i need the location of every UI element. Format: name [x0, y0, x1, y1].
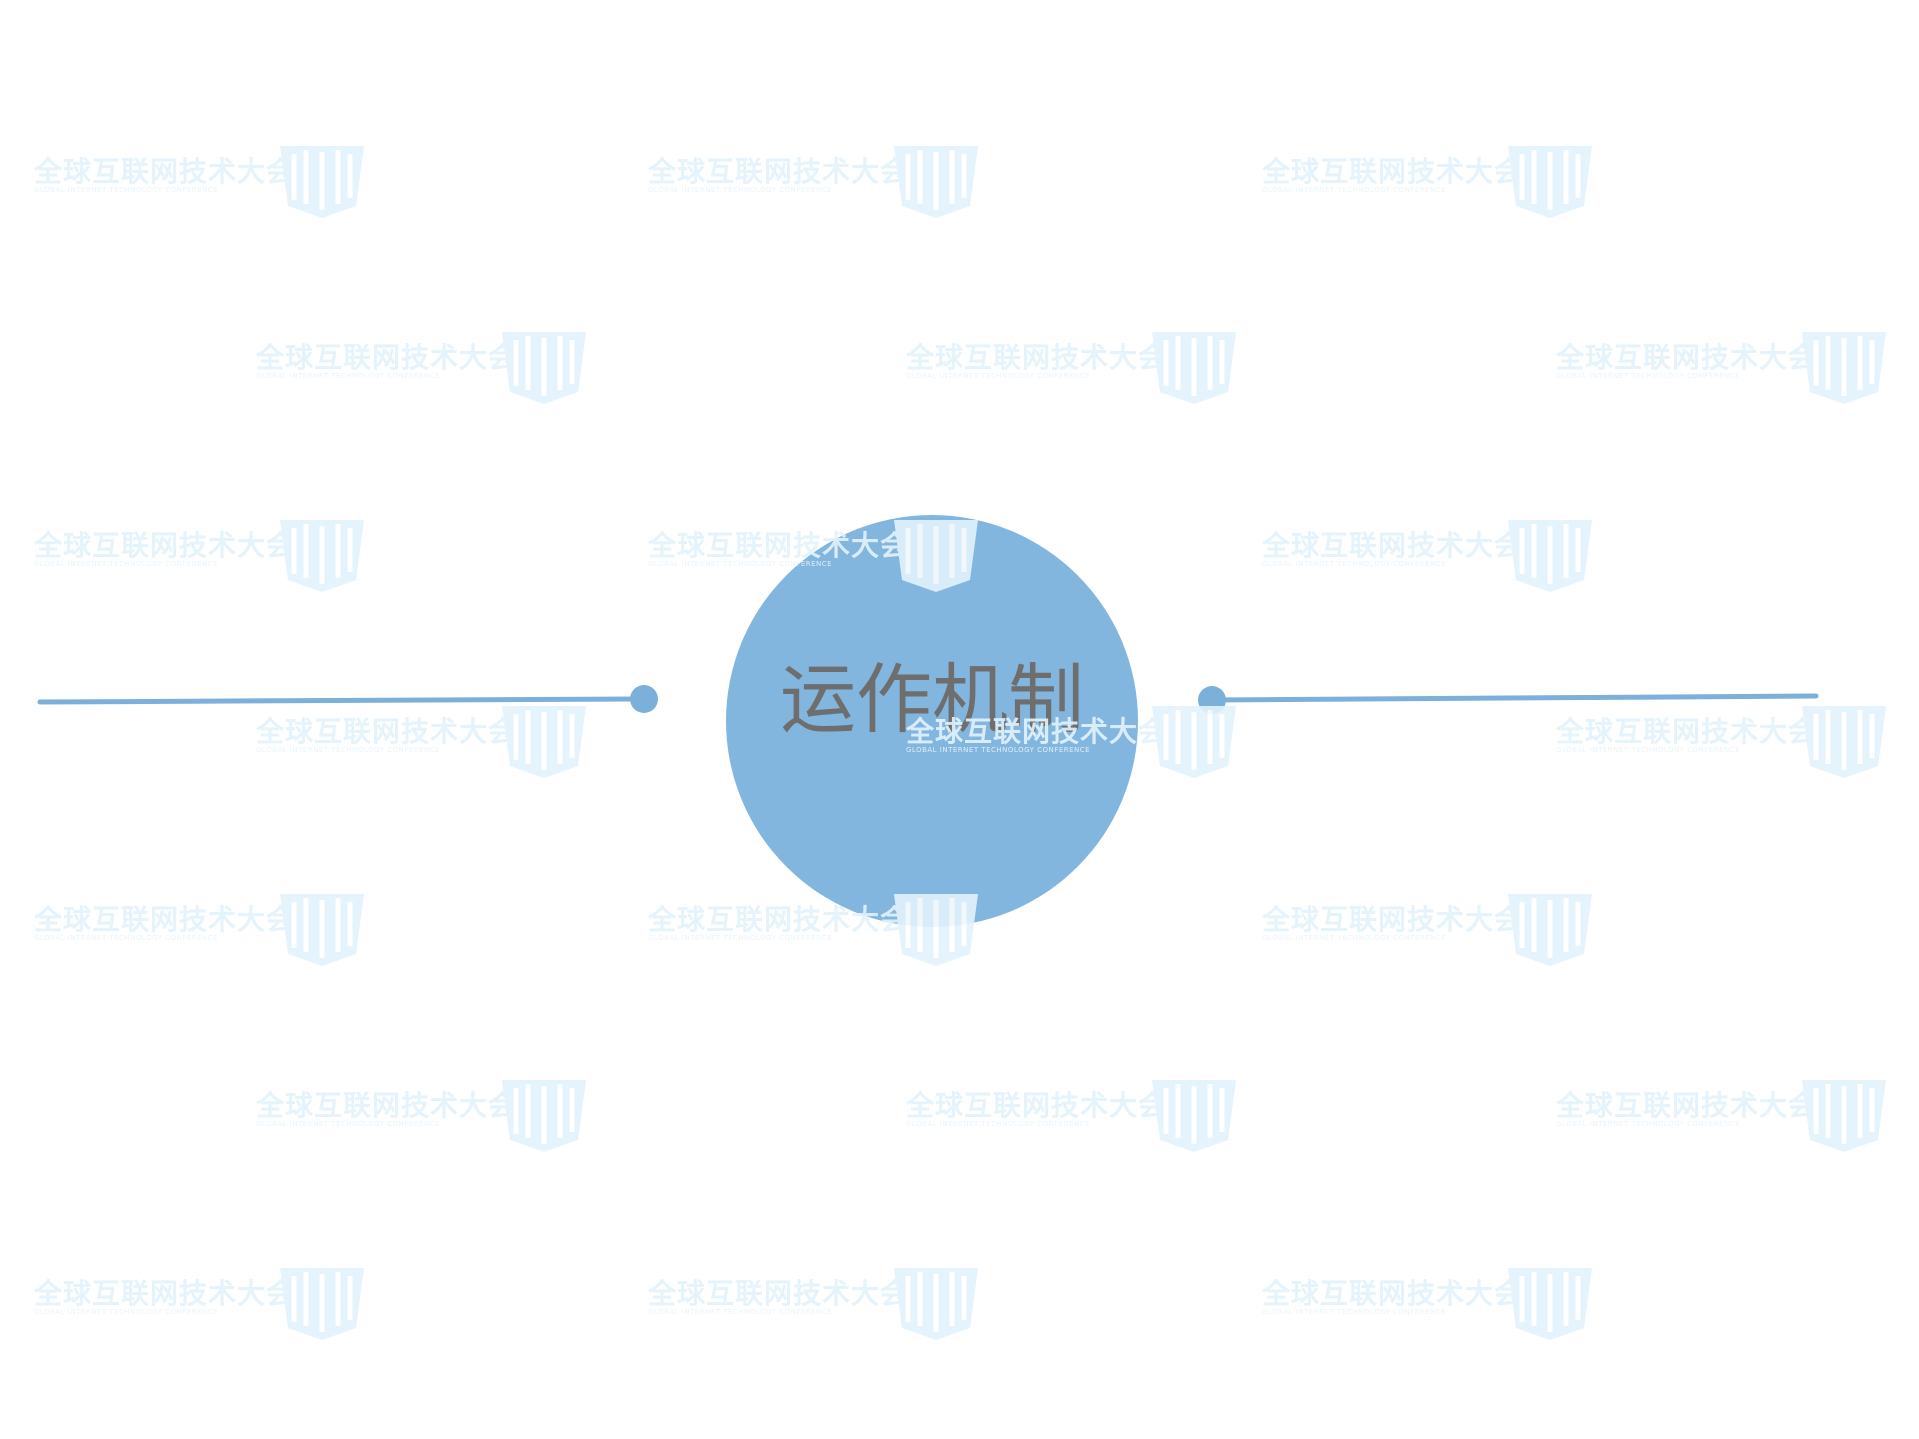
left-connector-line — [37, 696, 647, 705]
center-circle — [726, 515, 1138, 927]
center-title: 运作机制 — [780, 655, 1084, 744]
right-connector-line — [1209, 693, 1819, 703]
right-connector-dot — [1198, 686, 1226, 714]
left-connector-dot — [630, 685, 658, 713]
